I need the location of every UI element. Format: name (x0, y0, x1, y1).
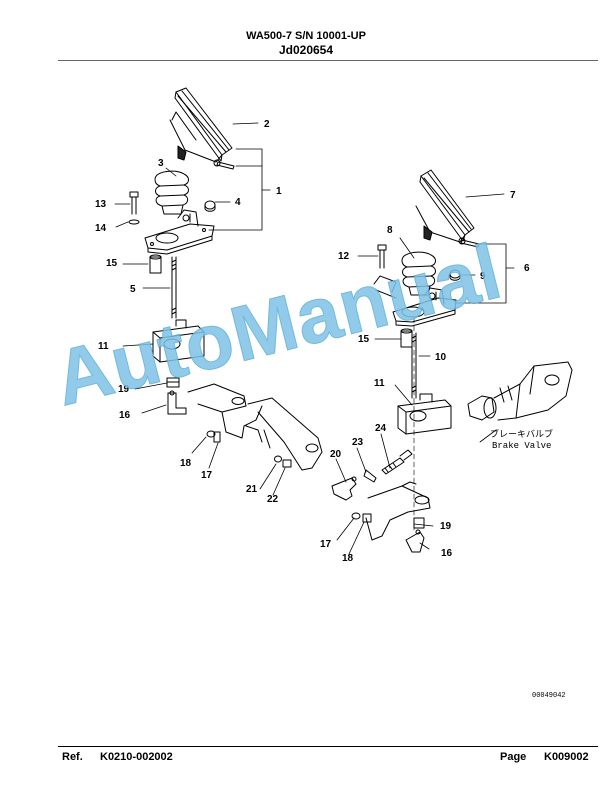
left-block-part (152, 319, 205, 363)
left-locknut-part (166, 377, 180, 388)
footer-page-label: Page (500, 751, 527, 763)
callout-13: 13 (95, 199, 107, 210)
callout-23: 23 (352, 437, 364, 448)
callout-19-left: 19 (118, 384, 130, 395)
callout-22: 22 (267, 494, 279, 505)
left-leader-lines (114, 122, 391, 496)
right-pin-part (458, 237, 480, 248)
right-linkage-part (365, 481, 431, 541)
header-model: WA500-7 S/N 10001-UP (246, 30, 366, 42)
callout-12: 12 (338, 251, 350, 262)
callout-1: 1 (276, 186, 282, 197)
right-boot-part (401, 225, 436, 296)
left-nut-part (204, 200, 216, 212)
footer-ref-label: Ref. (62, 751, 83, 763)
callout-18-left: 18 (180, 458, 192, 469)
adjust-screw-part (381, 449, 413, 475)
brake-valve-en-label: Brake Valve (492, 441, 551, 451)
left-elbow-part (167, 390, 187, 415)
callout-24: 24 (375, 423, 387, 434)
callout-17-right: 17 (320, 539, 332, 550)
callout-14: 14 (95, 223, 107, 234)
callout-15-right: 15 (358, 334, 370, 345)
left-rod-part (171, 256, 177, 319)
callout-8: 8 (387, 225, 393, 236)
left-pedal-part (169, 87, 233, 163)
left-pin-part (213, 159, 235, 170)
callout-16-right: 16 (441, 548, 453, 559)
callout-15-left: 15 (106, 258, 118, 269)
callout-6: 6 (524, 263, 530, 274)
right-washers (351, 512, 425, 553)
callout-4: 4 (235, 197, 241, 208)
footer-rule (58, 746, 598, 747)
left-cover-part (144, 209, 215, 255)
right-nut-part (449, 269, 461, 281)
callout-19-right: 19 (440, 521, 452, 532)
right-bolt-part (373, 244, 397, 299)
callout-10: 10 (435, 352, 447, 363)
callout-16-left: 16 (119, 410, 131, 421)
header-figure-id: Jd020654 (278, 43, 334, 57)
right-cover-part (392, 287, 457, 327)
left-washers (206, 430, 292, 468)
right-leader-lines (336, 193, 515, 555)
callout-9: 9 (480, 271, 486, 282)
brake-valve-part (467, 361, 573, 421)
right-pedal-part (415, 169, 475, 243)
callout-11-right: 11 (374, 378, 385, 389)
callout-3: 3 (158, 158, 164, 169)
callout-7: 7 (510, 190, 516, 201)
left-spacer-part (149, 254, 162, 274)
callout-21: 21 (246, 484, 258, 495)
left-boot-part (154, 145, 189, 215)
right-spacer-part (400, 328, 413, 348)
right-linkage-elbow-part (331, 469, 377, 501)
callout-18-right: 18 (342, 553, 354, 564)
left-bolt-part (128, 191, 140, 225)
drawing-code: 00049042 (532, 692, 566, 700)
callout-17-left: 17 (201, 470, 213, 481)
brake-valve-jp-label: ブレーキバルブ (490, 428, 553, 440)
callout-5: 5 (130, 284, 136, 295)
callout-20: 20 (330, 449, 342, 460)
callout-11-left: 11 (98, 341, 109, 352)
footer-page-value: K009002 (544, 751, 589, 763)
left-linkage-part (187, 383, 323, 471)
right-block-part (397, 393, 452, 435)
footer-ref-value: K0210-002002 (100, 751, 173, 763)
callout-2: 2 (264, 119, 270, 130)
header-rule (58, 60, 598, 61)
